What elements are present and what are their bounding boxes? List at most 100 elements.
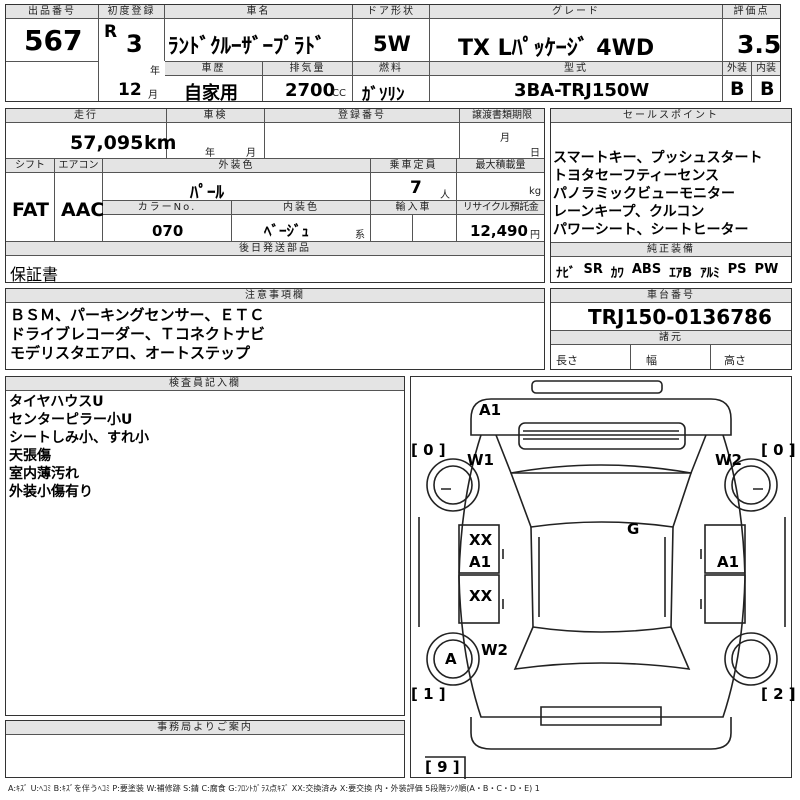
mark-front-left-fender: W1 (467, 451, 494, 469)
reg-era: R (104, 22, 118, 42)
fuel-label: 燃料 (353, 62, 429, 76)
fuel: ｶﾞｿﾘﾝ (362, 85, 405, 105)
registration-number-label: 登録番号 (265, 109, 459, 123)
interior-color-unit: 系 (355, 230, 365, 241)
inspection-month-unit: 月 (246, 148, 256, 159)
legend-footer: A:ｷｽﾞ U:ﾍｺﾐ B:ｷｽﾞを伴うﾍｺﾐ P:要塗装 W:補修跡 S:錆 … (8, 784, 540, 793)
score-label: 評価点 (723, 5, 780, 19)
color-no: 070 (152, 222, 184, 240)
ac: AAC (61, 199, 105, 221)
reg-month: 12 (118, 80, 142, 100)
equipment-item: ｶﾜ (610, 266, 624, 281)
history: 自家用 (184, 83, 238, 104)
tire-rear-left: [ 1 ] (411, 685, 446, 703)
recycle-label: リサイクル預託金 (457, 201, 544, 215)
model-label: 型式 (430, 62, 722, 76)
capacity-unit: 人 (440, 190, 450, 201)
interior-color-label: 内装色 (232, 201, 370, 215)
damage-diagram: [ 0 ] [ 0 ] [ 1 ] [ 2 ] [ 9 ] A1 W1 W2 X… (410, 376, 796, 779)
sales-points-list: スマートキー、プッシュスタート トヨタセーフティーセンス パノラミックビューモニ… (553, 149, 762, 239)
transfer-deadline-label: 譲渡書類期限 (460, 109, 544, 123)
car-name-label: 車名 (165, 5, 352, 19)
header-section (5, 4, 781, 102)
spec-label: 諸元 (551, 331, 791, 345)
equipment-item: ｱﾙﾐ (700, 266, 720, 281)
notes-list: ＢＳＭ、パーキングセンサー、ＥＴＣ ドライブレコーダー、Ｔコネクトナビ モデリス… (10, 306, 265, 363)
inspector-line: センターピラー小U (9, 412, 133, 428)
inspection-year-unit: 年 (205, 148, 215, 159)
exterior-grade: B (730, 78, 745, 100)
recycle-unit: 円 (530, 230, 540, 241)
score: 3.5 (737, 30, 782, 59)
notes-label: 注意事項欄 (6, 289, 544, 303)
equipment-item: ABS (631, 262, 662, 277)
door-type: 5W (373, 32, 411, 56)
inspection-label: 車検 (167, 109, 264, 123)
first-reg-label: 初度登録 (99, 5, 164, 19)
grade-label: グレード (430, 5, 722, 19)
inspector-label: 検査員記入欄 (6, 377, 404, 391)
equipment-item: SR (583, 262, 603, 277)
length-label: 長さ (556, 354, 578, 367)
sales-point: トヨタセーフティーセンス (553, 168, 720, 184)
recycle-fee: 12,490 (470, 222, 528, 240)
capacity-label: 乗車定員 (371, 159, 456, 173)
import-label: 輸入車 (371, 201, 456, 215)
car-name: ﾗﾝﾄﾞｸﾙｰｻﾞｰﾌﾟﾗﾄﾞ (168, 34, 326, 58)
spare-tire: [ 9 ] (425, 758, 460, 776)
mileage-unit: km (144, 132, 177, 154)
transfer-month-unit: 月 (500, 133, 510, 144)
mark-right-front-door: A1 (717, 553, 739, 571)
equipment-item: ﾅﾋﾞ (556, 266, 576, 281)
sales-point: スマートキー、プッシュスタート (553, 150, 763, 166)
reg-year-unit: 年 (150, 66, 160, 77)
mark-left-front-door-a1: A1 (469, 553, 491, 571)
mileage-label: 走行 (6, 109, 166, 123)
height-label: 高さ (724, 354, 746, 367)
ac-label: エアコン (55, 159, 102, 173)
equipment-label: 純正装備 (551, 243, 791, 257)
equipment-item: PS (727, 262, 747, 277)
inspector-line: 天張傷 (9, 448, 51, 464)
note-line: ＢＳＭ、パーキングセンサー、ＥＴＣ (10, 306, 265, 324)
office-label: 事務局よりご案内 (6, 721, 404, 735)
reg-year: 3 (126, 30, 143, 58)
transfer-day-unit: 日 (530, 148, 540, 159)
reg-month-unit: 月 (148, 90, 158, 101)
door-label: ドア形状 (353, 5, 429, 19)
equipment-list: ﾅﾋﾞ SR ｶﾜ ABS ｴｱB ｱﾙﾐ PS PW (556, 262, 778, 281)
car-diagram-svg: [ 0 ] [ 0 ] [ 1 ] [ 2 ] [ 9 ] A1 W1 W2 X… (411, 380, 796, 779)
equipment-item: PW (754, 262, 779, 277)
equipment-item: ｴｱB (669, 266, 693, 281)
mileage: 57,095 (70, 132, 144, 154)
inspector-line: 外装小傷有り (9, 484, 93, 500)
inspector-notes: タイヤハウスU センターピラー小U シートしみ小、すれ小 天張傷 室内薄汚れ 外… (9, 393, 149, 501)
note-line: モデリスタエアロ、オートステップ (10, 344, 251, 362)
exterior-color-label: 外装色 (103, 159, 370, 173)
displacement-label: 排気量 (263, 62, 352, 76)
tire-front-right: [ 0 ] (761, 441, 796, 459)
sales-point: パノラミックビューモニター (553, 186, 735, 202)
capacity: 7 (410, 178, 422, 198)
lot-label: 出品番号 (6, 5, 98, 19)
tire-front-left: [ 0 ] (411, 441, 446, 459)
color-no-label: カラーNo. (103, 201, 231, 215)
max-load-label: 最大積載量 (457, 159, 544, 173)
note-line: ドライブレコーダー、Ｔコネクトナビ (10, 325, 265, 343)
shift: FAT (12, 199, 49, 221)
displacement: 2700 (285, 80, 336, 101)
mark-rear-left-fender: W2 (481, 641, 508, 659)
mark-front-bumper: A1 (479, 401, 501, 419)
max-load-unit: kg (529, 186, 542, 197)
lot-number: 567 (24, 24, 83, 57)
mark-front-right-fender: W2 (715, 451, 742, 469)
shift-label: シフト (6, 159, 54, 173)
chassis-number: TRJ150-0136786 (588, 305, 772, 329)
sales-points-label: セールスポイント (551, 109, 791, 123)
later-parts-label: 後日発送部品 (6, 242, 544, 256)
mark-roof: G (627, 520, 639, 538)
width-label: 幅 (646, 354, 657, 367)
inspector-line: 室内薄汚れ (9, 466, 79, 482)
grade: TX Lﾊﾟｯｹｰｼﾞ 4WD (458, 36, 655, 61)
exterior-grade-label: 外装 (723, 62, 751, 76)
